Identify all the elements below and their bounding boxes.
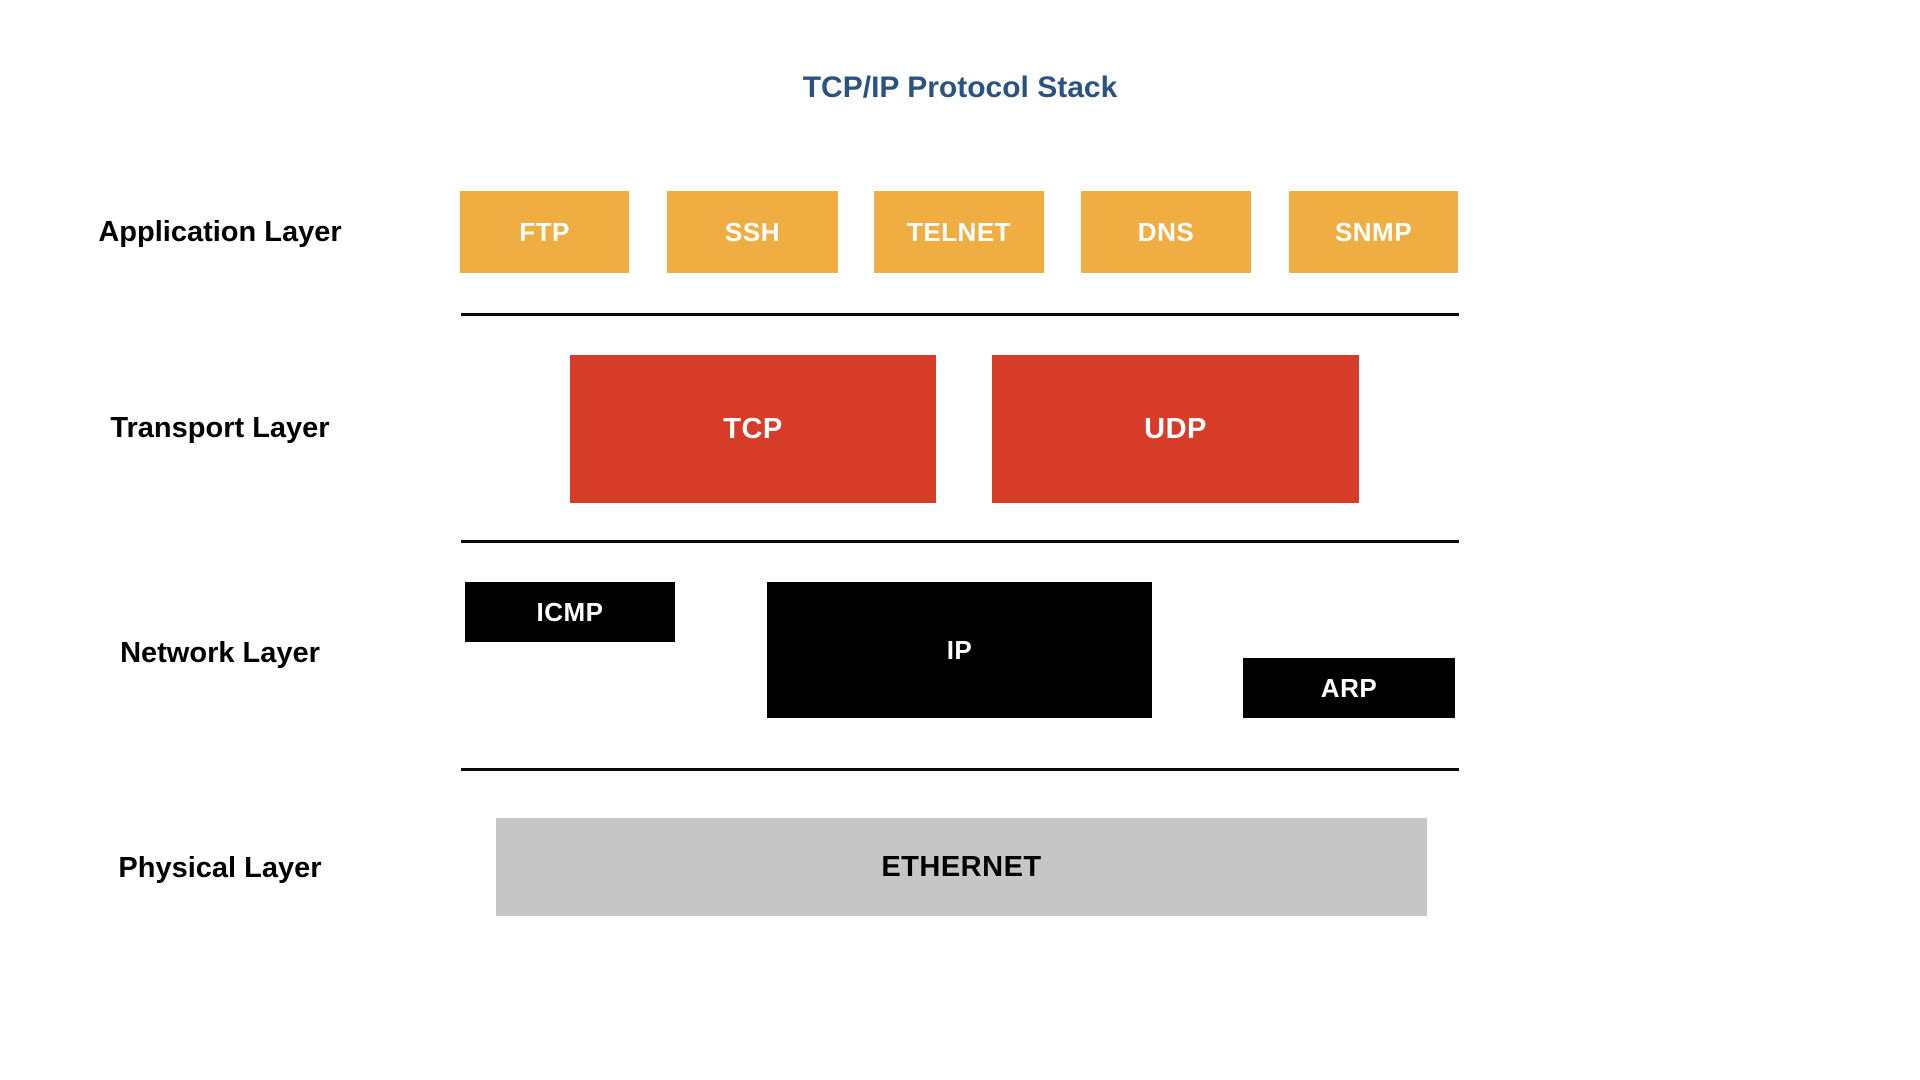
protocol-box-tcp: TCP [570,355,936,503]
protocol-box-dns: DNS [1081,191,1251,273]
protocol-box-icmp: ICMP [465,582,675,642]
protocol-box-ftp: FTP [460,191,629,273]
layer-divider-network-physical [461,768,1459,771]
layer-label-application: Application Layer [98,216,342,248]
layer-label-network: Network Layer [120,637,320,669]
layer-label-transport: Transport Layer [110,412,330,444]
protocol-box-telnet: TELNET [874,191,1044,273]
diagram-title: TCP/IP Protocol Stack [802,71,1118,104]
layer-divider-transport-network [461,540,1459,543]
layer-divider-application-transport [461,313,1459,316]
protocol-box-snmp: SNMP [1289,191,1458,273]
protocol-box-udp: UDP [992,355,1359,503]
protocol-box-ethernet: ETHERNET [496,818,1427,916]
layer-label-physical: Physical Layer [118,852,322,884]
protocol-box-ip: IP [767,582,1152,718]
protocol-box-ssh: SSH [667,191,838,273]
protocol-box-arp: ARP [1243,658,1455,718]
